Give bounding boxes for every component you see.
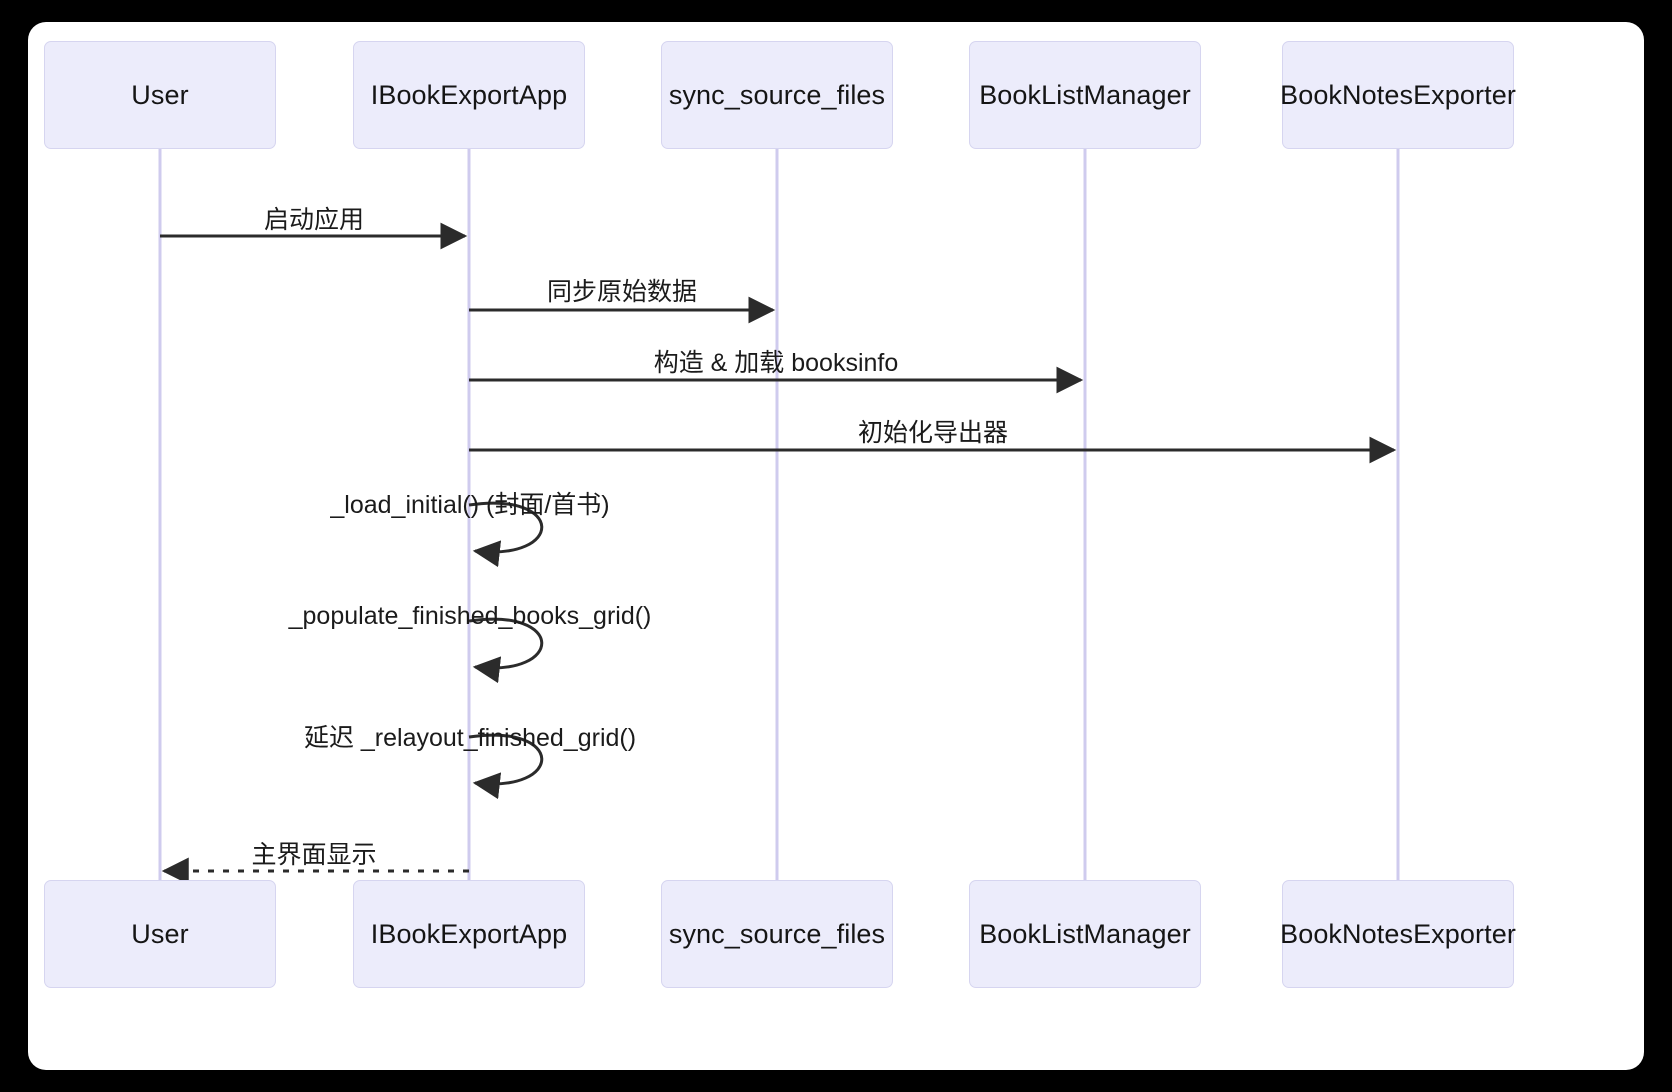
message-label-m3: 构造 & 加载 booksinfo [653, 349, 899, 377]
arrows-group [160, 222, 1397, 885]
message-label-m1: 启动应用 [263, 206, 365, 234]
participant-label: BookNotesExporter [1280, 79, 1516, 110]
participant-sync_source_files-bottom[interactable]: sync_source_files [661, 880, 893, 988]
participant-label: IBookExportApp [370, 79, 568, 110]
participant-label: BookListManager [979, 918, 1191, 949]
participant-label: User [131, 918, 189, 949]
participant-user-bottom[interactable]: User [44, 880, 276, 988]
participant-booknotesexporter-bottom[interactable]: BookNotesExporter [1280, 880, 1516, 988]
self-message-m7 [468, 733, 544, 800]
participant-booklistmanager-bottom[interactable]: BookListManager [969, 880, 1201, 988]
participant-booknotesexporter-top[interactable]: BookNotesExporter [1280, 41, 1516, 149]
participant-sync_source_files-top[interactable]: sync_source_files [661, 41, 893, 149]
message-label-m2: 同步原始数据 [546, 278, 698, 306]
sequence-graphics [158, 149, 1400, 885]
participant-label: User [131, 79, 189, 110]
message-label-m8: 主界面显示 [251, 841, 377, 869]
message-label-m7: 延迟 _relayout_finished_grid() [303, 724, 637, 752]
participant-label: BookListManager [979, 79, 1191, 110]
participant-ibookexportapp-top[interactable]: IBookExportApp [353, 41, 585, 149]
participant-label: BookNotesExporter [1280, 918, 1516, 949]
participant-label: sync_source_files [668, 918, 886, 949]
message-label-m5: _load_initial() (封面/首书) [330, 491, 610, 519]
participant-ibookexportapp-bottom[interactable]: IBookExportApp [353, 880, 585, 988]
participant-label: IBookExportApp [370, 918, 568, 949]
message-label-m4: 初始化导出器 [857, 419, 1009, 447]
message-label-m6: _populate_finished_books_grid() [288, 602, 652, 630]
participant-booklistmanager-top[interactable]: BookListManager [969, 41, 1201, 149]
self-message-m5 [468, 501, 544, 568]
self-message-m6 [468, 617, 544, 684]
participant-user-top[interactable]: User [44, 41, 276, 149]
lifelines-group [158, 149, 1400, 880]
participant-label: sync_source_files [668, 79, 886, 110]
